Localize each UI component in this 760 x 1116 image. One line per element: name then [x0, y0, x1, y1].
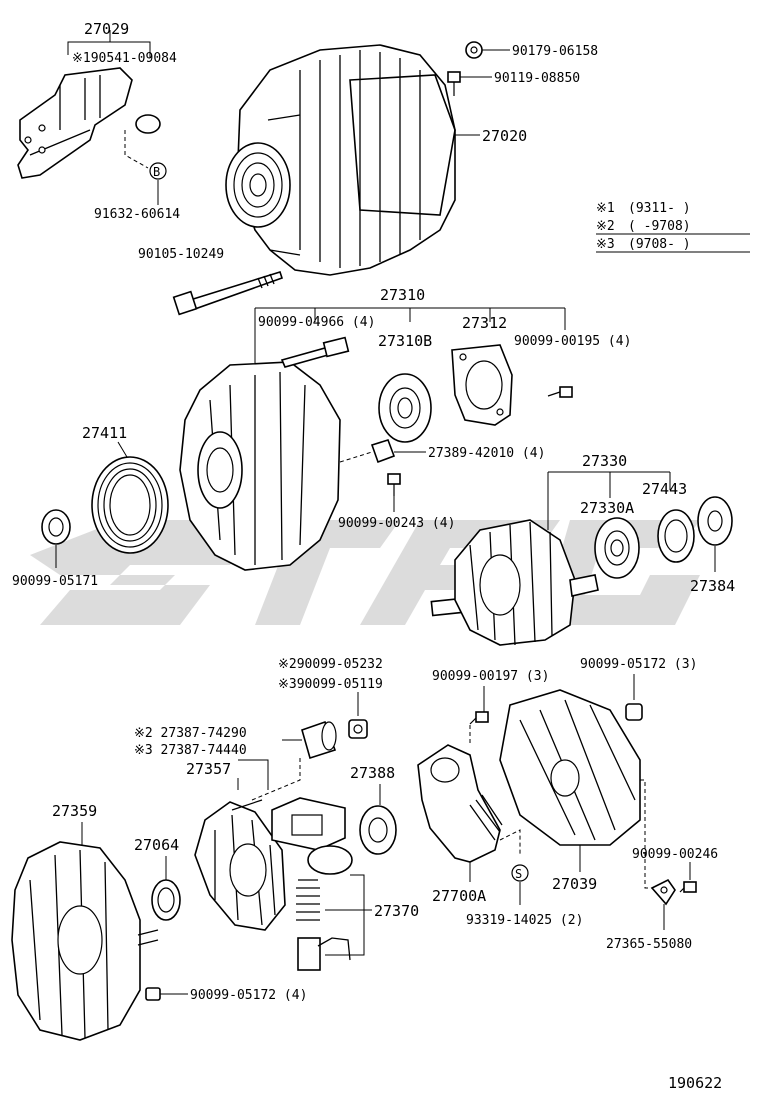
label-93319-14025: 93319-14025 (2)	[466, 913, 583, 928]
regulator-27700A	[417, 744, 503, 863]
clip-190541	[135, 114, 161, 134]
label-90099-00197: 90099-00197 (3)	[432, 669, 549, 684]
screw-90099-00195	[547, 386, 573, 398]
label-27443: 27443	[642, 480, 687, 498]
label-90099-00246: 90099-00246	[632, 847, 718, 862]
diagram-code: 190622	[668, 1074, 722, 1092]
screw-90099-00243	[387, 473, 401, 496]
label-90099-04966: 90099-04966 (4)	[258, 315, 375, 330]
label-90099-05172-3: 90099-05172 (3)	[580, 657, 697, 672]
nut-90099-05172-rear	[145, 987, 161, 1001]
label-27389-42010: 27389-42010 (4)	[428, 446, 545, 461]
label-27029: 27029	[84, 20, 129, 38]
screw-90099-00246	[679, 881, 697, 893]
label-27359: 27359	[52, 802, 97, 820]
rectifier-holder-27357	[194, 799, 286, 931]
svg-text:S: S	[515, 867, 522, 881]
label-90179-06158: 90179-06158	[512, 44, 598, 59]
rotor-27330	[430, 519, 599, 646]
label-290099-05232: ※290099-05232	[278, 657, 383, 672]
brush-holder-27370	[271, 797, 353, 971]
legend-mark-2: ※2	[596, 219, 615, 234]
insulator-27387	[301, 720, 337, 760]
label-27330: 27330	[582, 452, 627, 470]
label-27310B: 27310B	[378, 332, 432, 350]
marker-b: B	[149, 162, 167, 180]
screw-90099-00197	[469, 711, 489, 725]
label-91632-60614: 91632-60614	[94, 207, 180, 222]
bolt-90119	[447, 71, 461, 96]
rear-frame-27359	[11, 841, 159, 1041]
label-190541-09084: ※190541-09084	[72, 51, 177, 66]
label-27039: 27039	[552, 875, 597, 893]
label-90105-10249: 90105-10249	[138, 247, 224, 262]
nut-90099-05232	[348, 719, 368, 739]
nut-90099-05172	[625, 703, 643, 721]
label-390099-05119: ※390099-05119	[278, 677, 383, 692]
label-27384: 27384	[690, 577, 735, 595]
marker-s: S	[511, 864, 529, 882]
label-27388: 27388	[350, 764, 395, 782]
label-90099-00195: 90099-00195 (4)	[514, 334, 631, 349]
label-27365-55080: 27365-55080	[606, 937, 692, 952]
label-27700A: 27700A	[432, 887, 486, 905]
legend-mark-3: ※3	[596, 237, 615, 252]
bearing-27310B	[378, 373, 432, 443]
bearing-27330A	[594, 517, 640, 579]
svg-text:B: B	[153, 165, 160, 179]
bushing-27388	[359, 805, 397, 855]
spacer-27389	[370, 439, 396, 464]
collar-27384	[697, 496, 733, 546]
legend-range-1: (9311- )	[628, 201, 691, 216]
label-27370: 27370	[374, 902, 419, 920]
label-90099-05171: 90099-05171	[12, 574, 98, 589]
label-27064: 27064	[134, 836, 179, 854]
bracket-27029	[17, 67, 133, 179]
pulley-27411	[91, 456, 169, 554]
drive-end-frame	[179, 361, 341, 571]
label-27330A: 27330A	[580, 499, 634, 517]
retainer-plate-27312	[451, 344, 513, 426]
legend-mark-1: ※1	[596, 201, 615, 216]
cover-27443	[657, 509, 695, 563]
label-90119-08850: 90119-08850	[494, 71, 580, 86]
nut-90099-05171	[41, 509, 71, 545]
legend-range-3: (9708- )	[628, 237, 691, 252]
gasket-27064	[151, 879, 181, 921]
label-27387-74440: ※3 27387-74440	[134, 743, 247, 758]
label-90099-05172-4: 90099-05172 (4)	[190, 988, 307, 1003]
alternator-assembly-27020	[225, 44, 456, 276]
label-27310: 27310	[380, 286, 425, 304]
legend-box: ※1 (9311- ) ※2 ( -9708) ※3 (9708- )	[596, 201, 750, 253]
label-27020: 27020	[482, 127, 527, 145]
label-90099-00243: 90099-00243 (4)	[338, 516, 455, 531]
label-27357: 27357	[186, 760, 231, 778]
stud-bolt-90099-04966	[280, 336, 350, 368]
label-27411: 27411	[82, 424, 127, 442]
nut-90179	[465, 41, 483, 59]
plate-27365	[650, 878, 676, 906]
through-bolt-90105	[172, 271, 284, 316]
rear-end-cover-27039	[499, 689, 641, 846]
label-27387-74290: ※2 27387-74290	[134, 726, 247, 741]
label-27312: 27312	[462, 314, 507, 332]
legend-range-2: ( -9708)	[628, 219, 691, 234]
